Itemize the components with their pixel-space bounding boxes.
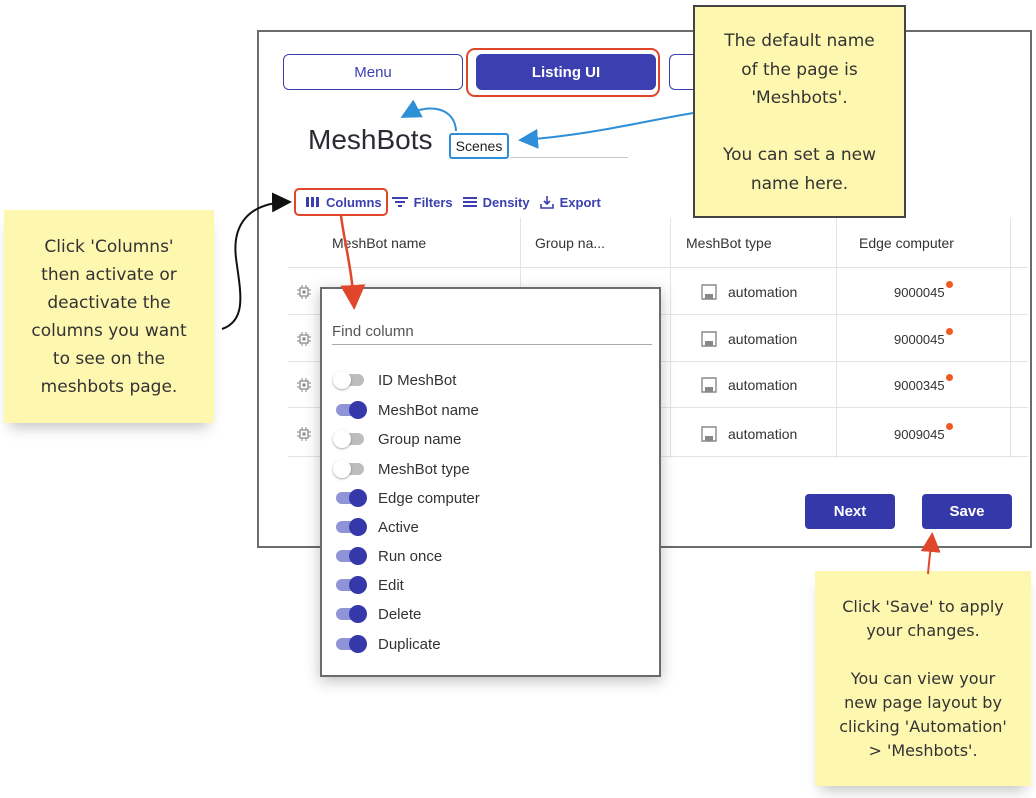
toggle-switch[interactable] xyxy=(336,518,367,536)
density-icon xyxy=(462,197,477,207)
column-divider xyxy=(836,218,837,458)
density-label: Density xyxy=(482,194,530,210)
columns-popup: Find column ID MeshBot MeshBot name Grou… xyxy=(320,287,661,677)
column-toggle-label: Delete xyxy=(378,605,422,623)
export-button[interactable]: Export xyxy=(539,194,601,210)
toggle-switch[interactable] xyxy=(336,547,367,565)
column-toggle-label: Group name xyxy=(378,430,462,448)
save-type-icon xyxy=(701,284,717,300)
status-dot xyxy=(945,280,953,288)
toggle-switch[interactable] xyxy=(333,430,364,448)
column-toggle-label: Edit xyxy=(378,576,404,594)
note-page-name: The default name of the page is 'Meshbot… xyxy=(693,5,906,218)
toggle-switch[interactable] xyxy=(336,401,367,419)
next-button[interactable]: Next xyxy=(805,494,895,529)
columns-icon xyxy=(306,197,319,207)
header-group-name[interactable]: Group na... xyxy=(535,235,606,251)
column-toggle-active[interactable]: Active xyxy=(336,516,419,538)
table-header: MeshBot name Group na... MeshBot type Ed… xyxy=(288,218,1028,268)
note-columns-instructions: Click 'Columns' then activate or deactiv… xyxy=(4,210,214,423)
column-toggle-edge-computer[interactable]: Edge computer xyxy=(336,487,480,509)
chip-icon xyxy=(297,285,311,299)
column-toggle-label: Active xyxy=(378,518,419,536)
find-column-input[interactable]: Find column xyxy=(332,323,652,345)
column-toggle-label: Duplicate xyxy=(378,635,441,653)
toggle-switch[interactable] xyxy=(333,371,364,389)
tab-menu[interactable]: Menu xyxy=(283,54,463,90)
column-toggle-label: Edge computer xyxy=(378,489,480,507)
edge-computer-id: 9000045 xyxy=(894,284,945,300)
columns-label: Columns xyxy=(326,194,382,210)
meshbot-type: automation xyxy=(728,377,798,393)
column-divider xyxy=(670,218,671,458)
chip-icon xyxy=(297,378,311,392)
column-toggle-meshbot-type[interactable]: MeshBot type xyxy=(333,458,470,480)
header-edge-computer[interactable]: Edge computer xyxy=(859,235,954,251)
save-type-icon xyxy=(701,377,717,393)
page-name-input[interactable]: Scenes xyxy=(449,133,509,159)
filters-label: Filters xyxy=(413,194,453,210)
page-name-underline xyxy=(510,157,628,158)
columns-button[interactable]: Columns xyxy=(306,195,382,210)
save-type-icon xyxy=(701,331,717,347)
chip-icon xyxy=(297,427,311,441)
meshbot-type: automation xyxy=(728,426,798,442)
edge-computer-id: 9000345 xyxy=(894,377,945,393)
column-toggle-delete[interactable]: Delete xyxy=(336,603,421,625)
save-button[interactable]: Save xyxy=(922,494,1012,529)
toggle-switch[interactable] xyxy=(336,605,367,623)
note-save-instructions: Click 'Save' to apply your changes. You … xyxy=(815,571,1031,786)
filters-button[interactable]: Filters xyxy=(391,194,453,210)
meshbot-type: automation xyxy=(728,284,798,300)
column-toggle-meshbot-name[interactable]: MeshBot name xyxy=(336,399,479,421)
export-label: Export xyxy=(559,194,601,210)
grid-toolbar: Columns Filters Density Export xyxy=(296,190,611,214)
highlight-box-listing-tab xyxy=(466,48,660,97)
column-toggle-run-once[interactable]: Run once xyxy=(336,545,442,567)
toggle-switch[interactable] xyxy=(336,576,367,594)
column-toggle-label: MeshBot type xyxy=(378,460,470,478)
filter-icon xyxy=(391,197,408,207)
column-toggle-edit[interactable]: Edit xyxy=(336,574,404,596)
edge-computer-id: 9000045 xyxy=(894,331,945,347)
column-divider xyxy=(1010,218,1011,458)
page-title: MeshBots xyxy=(308,124,433,155)
chip-icon xyxy=(297,332,311,346)
export-icon xyxy=(539,196,554,209)
column-toggle-label: ID MeshBot xyxy=(378,371,457,389)
column-toggle-label: Run once xyxy=(378,547,443,565)
toggle-switch[interactable] xyxy=(333,460,364,478)
column-toggle-id-meshbot[interactable]: ID MeshBot xyxy=(333,369,457,391)
header-meshbot-name[interactable]: MeshBot name xyxy=(332,235,427,251)
column-toggle-duplicate[interactable]: Duplicate xyxy=(336,633,441,655)
density-button[interactable]: Density xyxy=(462,194,530,210)
highlight-box-columns xyxy=(294,188,388,216)
meshbot-type: automation xyxy=(728,331,798,347)
status-dot xyxy=(945,373,953,381)
save-type-icon xyxy=(701,426,717,442)
column-toggle-group-name[interactable]: Group name xyxy=(333,428,462,450)
toggle-switch[interactable] xyxy=(336,489,367,507)
tab-listing-ui[interactable]: Listing UI xyxy=(476,54,656,90)
header-meshbot-type[interactable]: MeshBot type xyxy=(686,235,772,251)
edge-computer-id: 9009045 xyxy=(894,426,945,442)
status-dot xyxy=(945,422,953,430)
toggle-switch[interactable] xyxy=(336,635,367,653)
status-dot xyxy=(945,327,953,335)
column-toggle-label: MeshBot name xyxy=(378,401,479,419)
